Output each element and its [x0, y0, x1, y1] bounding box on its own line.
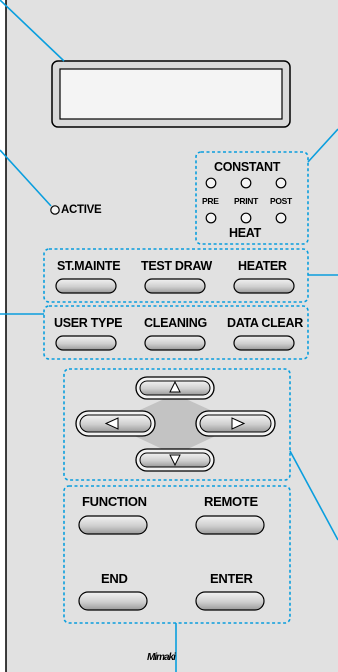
data-clear-button[interactable] — [233, 335, 295, 351]
indicator-lamps — [205, 177, 287, 224]
left-arrow-icon — [104, 417, 119, 430]
constant-lamp-post — [275, 177, 287, 189]
end-button[interactable] — [78, 591, 148, 611]
heat-lamp-post — [275, 212, 287, 224]
lamp-label-pre: PRE — [202, 196, 219, 206]
constant-lamp-print — [240, 177, 252, 189]
heater-button[interactable] — [233, 278, 295, 294]
arrow-pad-diamond — [109, 394, 241, 455]
heat-lamp-pre — [205, 212, 217, 224]
enter-button[interactable] — [195, 591, 265, 611]
down-arrow-icon — [169, 454, 181, 467]
end-label: END — [101, 571, 128, 586]
cleaning-label: CLEANING — [144, 316, 207, 330]
callout-display — [0, 0, 65, 62]
heat-lamp-print — [240, 212, 252, 224]
heat-label: HEAT — [229, 226, 261, 240]
st-mainte-label: ST.MAINTE — [57, 259, 121, 273]
user-type-label: USER TYPE — [54, 316, 123, 330]
indicator-group-frame — [195, 151, 309, 245]
remote-label: REMOTE — [204, 494, 258, 509]
right-arrow-key[interactable] — [195, 410, 276, 437]
active-led — [50, 205, 60, 215]
cleaning-button[interactable] — [144, 335, 206, 351]
brand-logo: Mimaki — [147, 652, 176, 663]
bottom-buttons-frame — [63, 485, 291, 624]
constant-label: CONSTANT — [214, 160, 281, 174]
function-button[interactable] — [78, 515, 148, 535]
button-row2-frame — [43, 305, 309, 360]
callout-active — [0, 149, 52, 207]
right-arrow-icon — [231, 417, 246, 430]
lcd-display — [51, 60, 291, 128]
up-arrow-key[interactable] — [135, 376, 215, 400]
user-type-button[interactable] — [55, 335, 117, 351]
data-clear-label: DATA CLEAR — [227, 316, 303, 330]
remote-button[interactable] — [195, 515, 265, 535]
enter-label: ENTER — [210, 571, 253, 586]
arrow-pad-frame — [63, 368, 291, 481]
st-mainte-button[interactable] — [55, 278, 117, 294]
test-draw-button[interactable] — [144, 278, 206, 294]
constant-lamp-pre — [205, 177, 217, 189]
test-draw-label: TEST DRAW — [141, 259, 212, 273]
up-arrow-icon — [169, 380, 181, 393]
lamp-label-post: POST — [270, 196, 292, 206]
heater-label: HEATER — [238, 259, 287, 273]
left-arrow-key[interactable] — [75, 410, 156, 437]
down-arrow-key[interactable] — [135, 448, 215, 472]
lamp-label-print: PRINT — [234, 196, 259, 206]
active-label: ACTIVE — [61, 204, 102, 216]
function-label: FUNCTION — [82, 494, 147, 509]
callout-indicators — [307, 128, 338, 163]
callout-arrow-pad — [289, 450, 338, 541]
